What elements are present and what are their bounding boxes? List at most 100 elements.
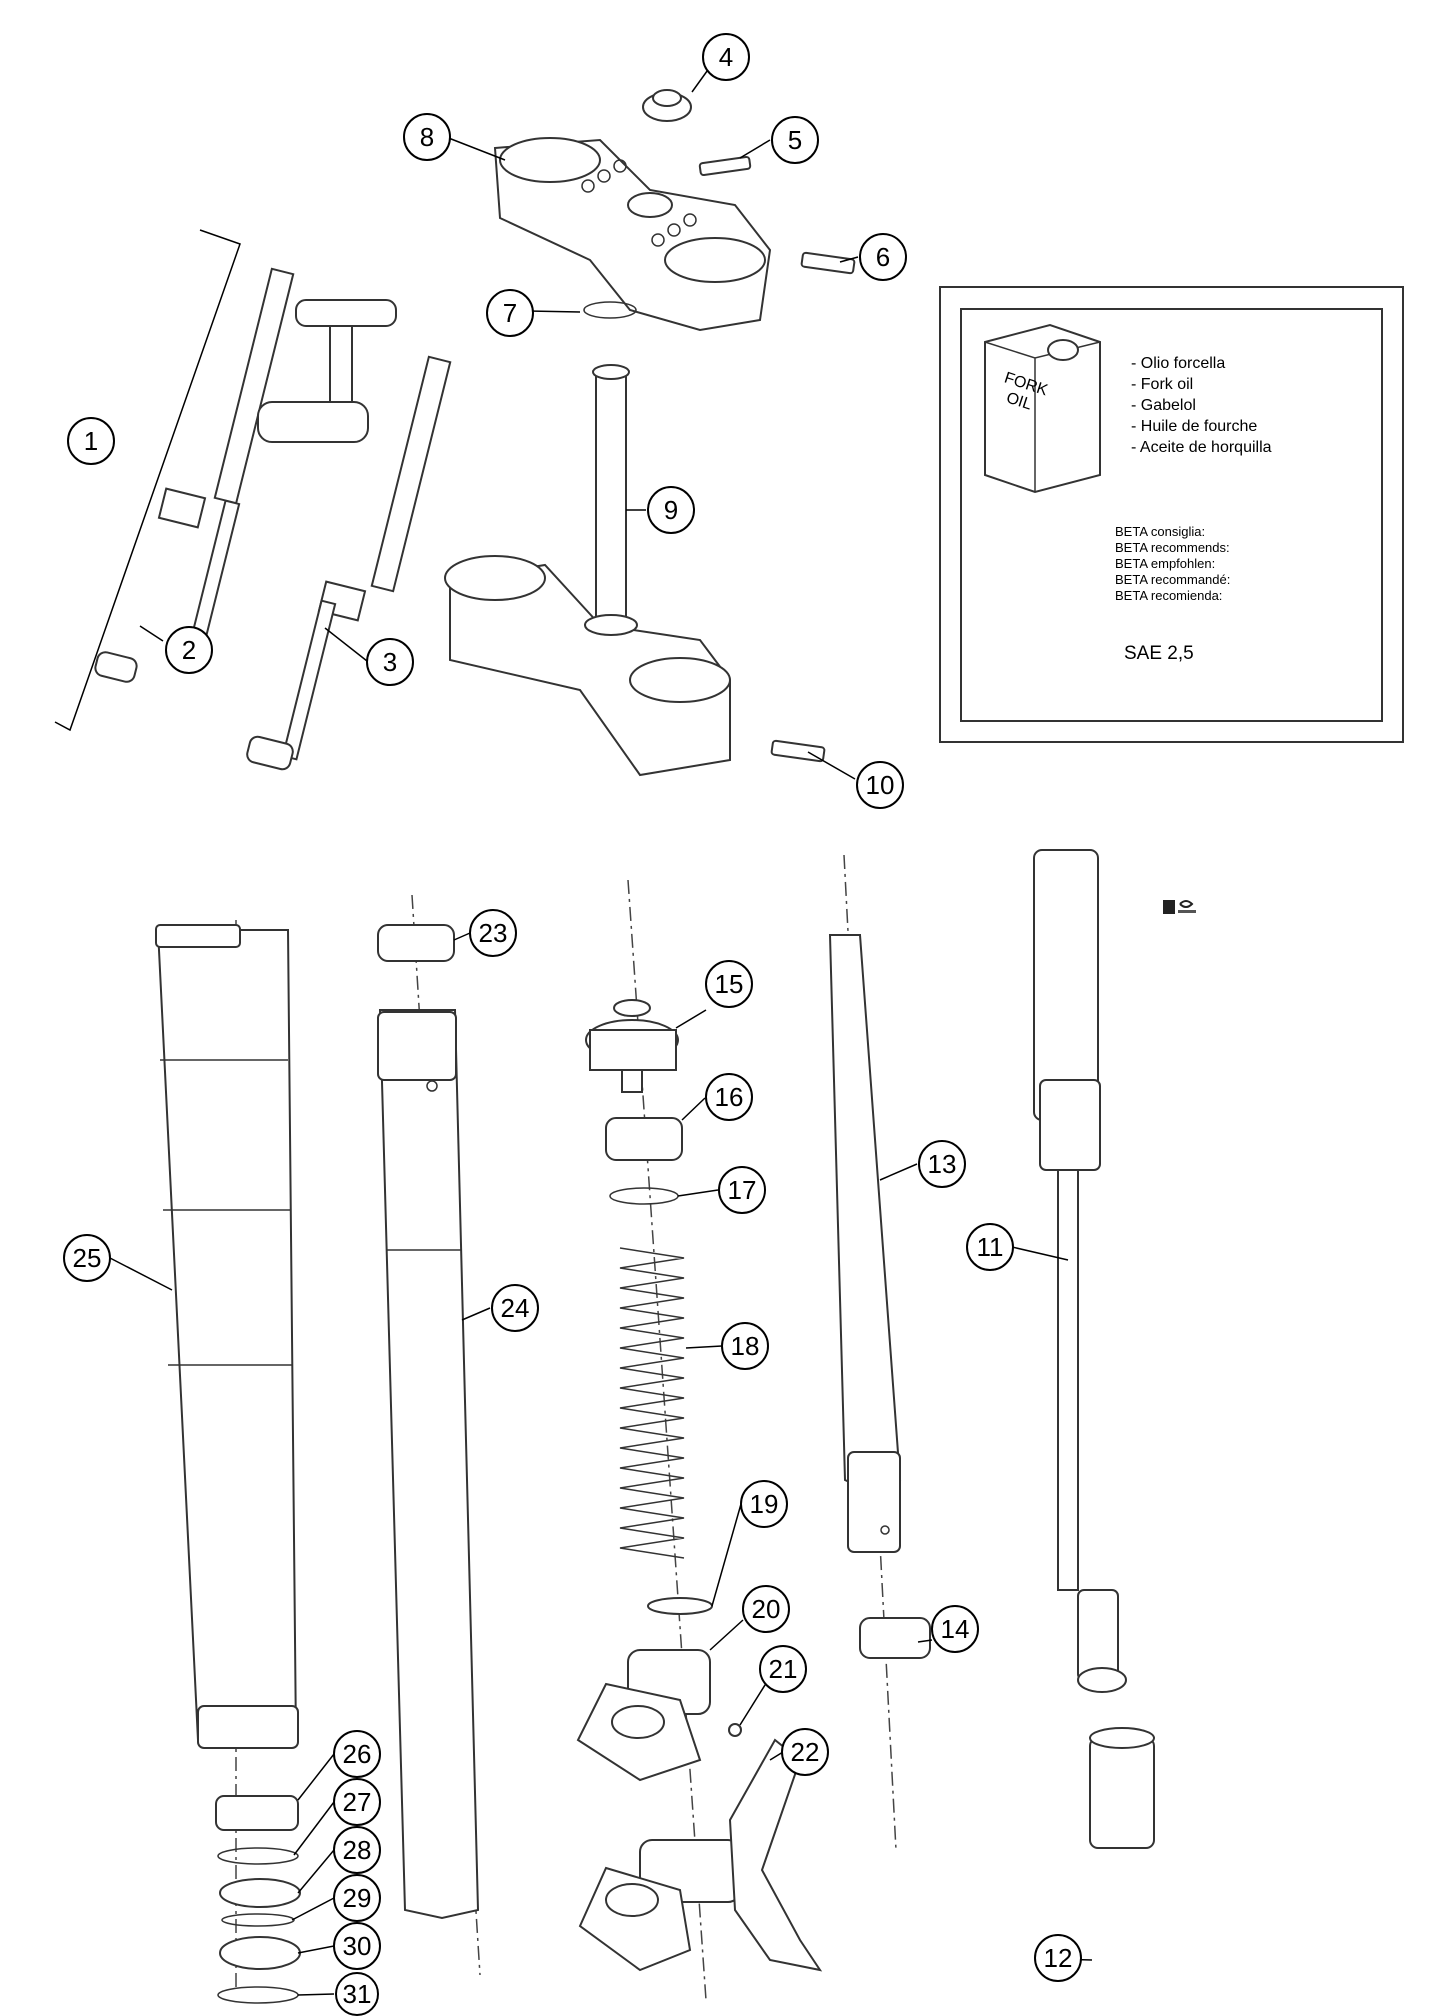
callout-label: 3: [383, 647, 397, 677]
callout-19: 19: [740, 1480, 788, 1528]
callout-label: 11: [977, 1232, 1004, 1262]
callout-label: 21: [769, 1654, 798, 1684]
oil-name-0: - Olio forcella: [1131, 355, 1225, 372]
recommend-4: BETA recomienda:: [1115, 588, 1222, 603]
callout-9: 9: [647, 486, 695, 534]
compression-valve: [1089, 1727, 1155, 1849]
upper-triple-clamp: [493, 137, 772, 332]
fork-spring: [619, 1247, 685, 1559]
callout-label: 31: [343, 1979, 372, 2009]
callout-5: 5: [771, 116, 819, 164]
clamp-bolt-upper: [698, 155, 752, 177]
fork-foot-20: [576, 1649, 711, 1782]
callout-29: 29: [333, 1874, 381, 1922]
callout-22: 22: [781, 1728, 829, 1776]
callout-label: 13: [928, 1149, 957, 1179]
callout-10: 10: [856, 761, 904, 809]
bleed-screw: [728, 1723, 742, 1737]
callout-label: 20: [752, 1594, 781, 1624]
callout-16: 16: [705, 1073, 753, 1121]
recommend-3: BETA recommandé:: [1115, 572, 1230, 587]
callout-17: 17: [718, 1166, 766, 1214]
callout-1: 1: [67, 417, 115, 465]
callout-18: 18: [721, 1322, 769, 1370]
steering-nut: [642, 89, 692, 122]
callout-label: 10: [866, 770, 895, 800]
callout-14: 14: [931, 1605, 979, 1653]
callout-31: 31: [335, 1972, 379, 2016]
clip-31: [217, 1986, 299, 2004]
callout-24: 24: [491, 1284, 539, 1332]
inner-tube-bushing: [377, 924, 455, 962]
oil-name-2: - Gabelol: [1131, 397, 1196, 414]
clip-29: [221, 1913, 295, 1927]
callout-30: 30: [333, 1922, 381, 1970]
o-ring: [583, 301, 637, 319]
washer-17: [609, 1187, 679, 1205]
callout-15: 15: [705, 960, 753, 1008]
cartridge-nut: [859, 1617, 931, 1659]
oil-seal: [219, 1878, 301, 1908]
callout-label: 19: [750, 1489, 779, 1519]
callout-label: 15: [715, 969, 744, 999]
callout-label: 8: [420, 122, 434, 152]
oil-name-1: - Fork oil: [1131, 376, 1193, 393]
fork-leg-left-assembly: [94, 267, 295, 683]
callout-4: 4: [702, 33, 750, 81]
callout-20: 20: [742, 1585, 790, 1633]
callout-26: 26: [333, 1730, 381, 1778]
callout-13: 13: [918, 1140, 966, 1188]
oil-name-4: - Aceite de horquilla: [1131, 439, 1272, 456]
lower-clamp-bolt: [770, 739, 826, 763]
triple-clamp-mini-assembly: [257, 299, 397, 443]
callout-6: 6: [859, 233, 907, 281]
callout-27: 27: [333, 1778, 381, 1826]
callout-label: 25: [73, 1243, 102, 1273]
callout-28: 28: [333, 1826, 381, 1874]
callout-label: 4: [719, 42, 733, 72]
callout-21: 21: [759, 1645, 807, 1693]
guide-bushing: [215, 1795, 299, 1831]
fork-assembly-bracket: [54, 229, 241, 732]
callout-label: 2: [182, 635, 196, 665]
callout-label: 7: [503, 298, 517, 328]
washer-19: [647, 1597, 713, 1615]
callout-label: 1: [84, 426, 98, 456]
inner-fork-tube: [377, 1009, 480, 1920]
callout-25: 25: [63, 1234, 111, 1282]
spring-guide-16: [605, 1117, 683, 1161]
washer-27: [217, 1847, 299, 1865]
callout-label: 27: [343, 1787, 372, 1817]
recommend-0: BETA consiglia:: [1115, 524, 1205, 539]
damping-rod-cartridge: [1033, 849, 1127, 1693]
callout-label: 23: [479, 918, 508, 948]
lower-triple-clamp-stem: [444, 364, 731, 777]
oil-name-3: - Huile de fourche: [1131, 418, 1257, 435]
callout-23: 23: [469, 909, 517, 957]
brand-logo-icon: [1163, 900, 1196, 914]
oil-grade: SAE 2,5: [1124, 643, 1194, 664]
callout-label: 9: [664, 495, 678, 525]
callout-7: 7: [486, 289, 534, 337]
dust-seal: [219, 1936, 301, 1970]
callout-label: 28: [343, 1835, 372, 1865]
fork-oil-info-box: FORK OIL - Olio forcella - Fork oil - Ga…: [939, 286, 1404, 743]
fork-foot-caliper-mount: [578, 1738, 823, 1972]
recommend-1: BETA recommends:: [1115, 540, 1230, 555]
callout-label: 6: [876, 242, 890, 272]
fork-leg-right-assembly: [246, 355, 452, 771]
callout-11: 11: [966, 1223, 1014, 1271]
cartridge-tube: [828, 934, 902, 1553]
callout-label: 5: [788, 125, 802, 155]
spring-preload-cap: [585, 999, 679, 1093]
callout-2: 2: [165, 626, 213, 674]
callout-label: 17: [728, 1175, 757, 1205]
callout-8: 8: [403, 113, 451, 161]
callout-label: 29: [343, 1883, 372, 1913]
callout-label: 24: [501, 1293, 530, 1323]
callout-label: 12: [1044, 1943, 1073, 1973]
callout-label: 16: [715, 1082, 744, 1112]
callout-label: 26: [343, 1739, 372, 1769]
callout-3: 3: [366, 638, 414, 686]
